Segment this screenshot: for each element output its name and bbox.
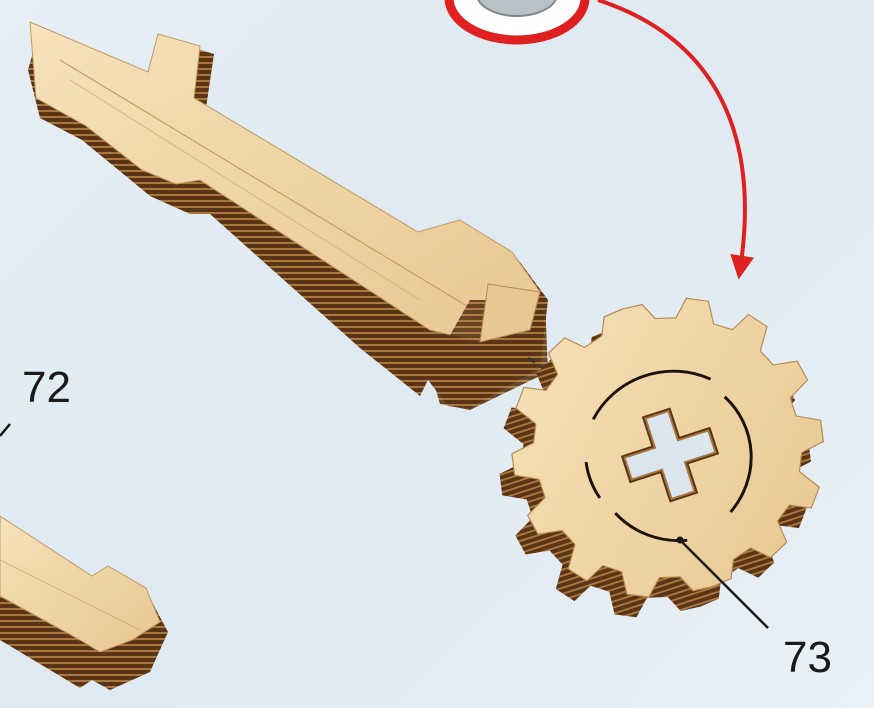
wooden-axle-icon: [28, 22, 548, 410]
curved-red-arrow-icon: [598, 0, 745, 270]
leader-line-72: [0, 424, 10, 436]
washer-in-red-ring-icon: [449, 0, 585, 40]
part-number-73-label: 73: [783, 636, 832, 680]
leader-dot-73: [677, 537, 684, 544]
wooden-axle-partial-icon: [0, 516, 168, 690]
part-number-72-label: 72: [22, 366, 71, 410]
